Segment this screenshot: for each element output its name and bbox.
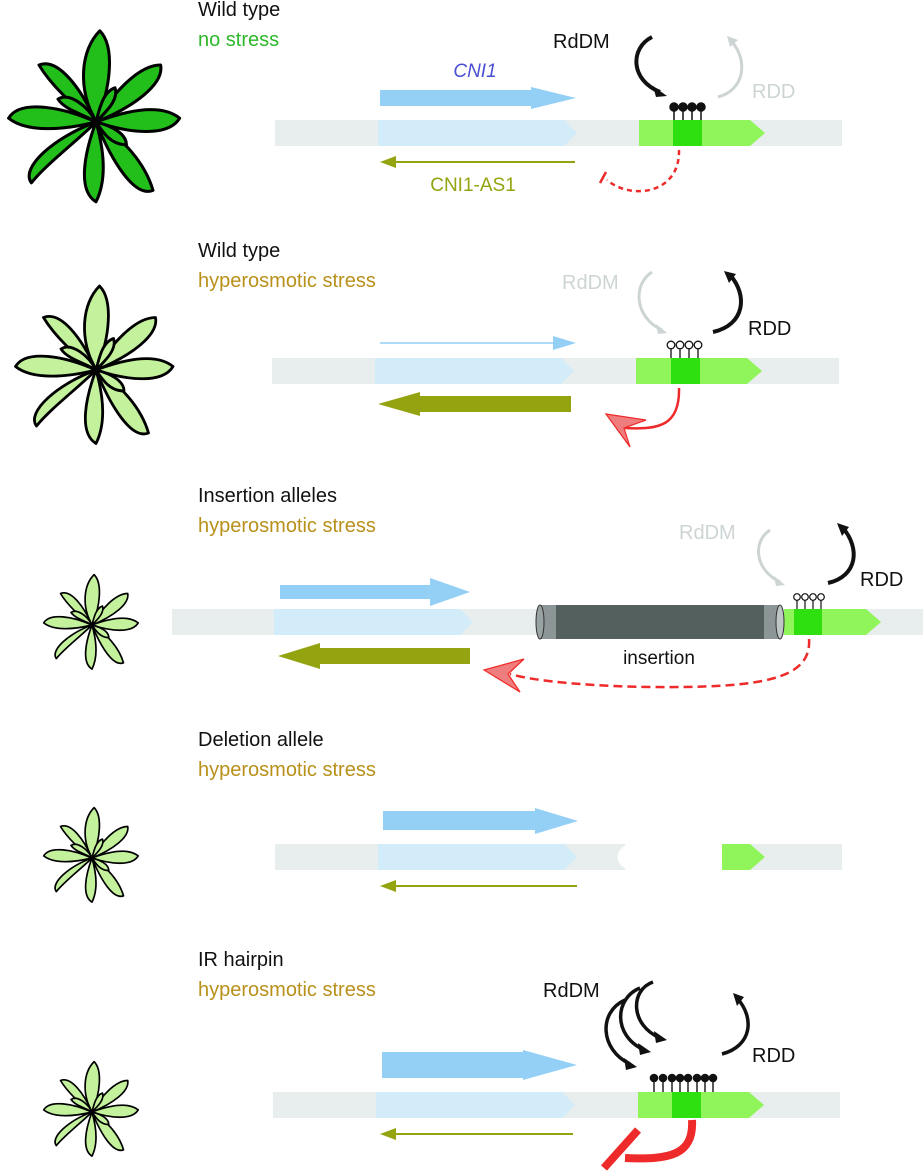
repression-feedback-dashed: [606, 149, 681, 193]
rdd-arrowhead: [724, 271, 736, 283]
cni1-region: [378, 120, 577, 146]
methylation-sites: [649, 1073, 718, 1092]
antisense-label: CNI1-AS1: [430, 175, 516, 196]
target-region-remnant: [722, 844, 765, 870]
genotype-label: Insertion alleles: [198, 485, 337, 507]
antisense-arrowhead: [380, 1128, 396, 1140]
panel-wild-type-no-stress: Wild type no stress CNI1 CNI1-AS1 RdDM R…: [7, 0, 842, 204]
methylation-sites: [669, 102, 706, 120]
rdd-cycle-arrow: [827, 526, 856, 585]
cni1-transcript-arrow: [383, 808, 578, 834]
strong-repression-feedback: [624, 1119, 697, 1163]
condition-label: hyperosmotic stress: [198, 759, 376, 781]
panel-wild-type-hyperosmotic: Wild type hyperosmotic stress RdDM RDD: [14, 240, 839, 448]
rdd-arrowhead: [727, 36, 738, 47]
cni1-region: [274, 609, 473, 635]
target-core: [673, 120, 702, 146]
cni1-transcript-arrow: [380, 87, 576, 109]
rdd-label: RDD: [860, 569, 903, 591]
condition-label: hyperosmotic stress: [198, 270, 376, 292]
rddm-label: RdDM: [553, 31, 610, 53]
cni1-transcript-arrow: [382, 1050, 577, 1080]
antisense-transcript-arrow: [278, 643, 470, 669]
panel-deletion-allele: Deletion allele hyperosmotic stress: [42, 729, 842, 903]
plant-healthy: [7, 29, 182, 204]
condition-label: hyperosmotic stress: [198, 515, 376, 537]
activation-arrowhead: [482, 658, 525, 693]
antisense-arrowhead: [380, 156, 396, 168]
antisense-arrowhead: [380, 880, 396, 892]
strong-repression-bar: [601, 1127, 641, 1171]
rddm-arrowhead: [774, 576, 785, 586]
deletion-gap: [617, 844, 733, 870]
insertion-label: insertion: [623, 648, 695, 669]
cni1-region: [375, 358, 574, 384]
rdd-label: RDD: [752, 81, 795, 103]
target-core: [671, 358, 700, 384]
genotype-label: Wild type: [198, 240, 280, 262]
genotype-label: Deletion allele: [198, 729, 324, 751]
genotype-label: IR hairpin: [198, 949, 284, 971]
rddm-cycle-arrow: [757, 528, 781, 584]
activation-feedback-arrow: [624, 387, 681, 430]
cni1-arrowhead: [553, 336, 576, 350]
insertion-element: [535, 604, 785, 640]
cni1-region: [376, 1092, 575, 1118]
rddm-arrowhead: [653, 86, 667, 97]
cni1-label: CNI1: [453, 61, 496, 82]
genotype-label: Wild type: [198, 0, 280, 21]
rddm-arrowheads: [624, 1031, 667, 1070]
activation-arrowhead: [604, 413, 647, 448]
cni1-region: [378, 844, 577, 870]
rddm-label: RdDM: [543, 980, 600, 1002]
rddm-label: RdDM: [679, 522, 736, 544]
rddm-cycle-arrows: [604, 980, 661, 1066]
repression-bar: [598, 171, 608, 184]
rdd-cycle-arrow: [721, 996, 750, 1056]
condition-label: hyperosmotic stress: [198, 979, 376, 1001]
rdd-cycle-arrow: [717, 41, 744, 99]
activation-feedback-dashed: [509, 638, 811, 689]
rddm-cycle-arrow: [634, 35, 661, 94]
cni1-transcript-arrow: [280, 578, 470, 606]
plant-stressed-small: [42, 573, 140, 670]
plant-stressed-small: [42, 806, 140, 903]
rddm-label: RdDM: [562, 272, 619, 294]
rdd-label: RDD: [748, 318, 791, 340]
target-core: [794, 609, 822, 635]
methylation-sites: [793, 593, 825, 609]
rdd-cycle-arrow: [712, 273, 743, 334]
condition-label: no stress: [198, 29, 279, 51]
rddm-arrowhead: [656, 324, 667, 334]
rdd-label: RDD: [752, 1045, 795, 1067]
rdd-arrowhead: [733, 993, 744, 1006]
plant-stressed-large: [14, 284, 175, 445]
rddm-cycle-arrow: [637, 270, 663, 332]
panel-insertion-alleles: Insertion alleles hyperosmotic stress in…: [42, 485, 923, 693]
target-core: [672, 1092, 701, 1118]
methylation-sites: [666, 340, 703, 358]
panel-ir-hairpin: IR hairpin hyperosmotic stress: [42, 949, 840, 1171]
plant-stressed-small: [42, 1060, 140, 1157]
antisense-transcript-arrow: [378, 392, 571, 416]
rdd-arrowhead: [837, 523, 849, 536]
